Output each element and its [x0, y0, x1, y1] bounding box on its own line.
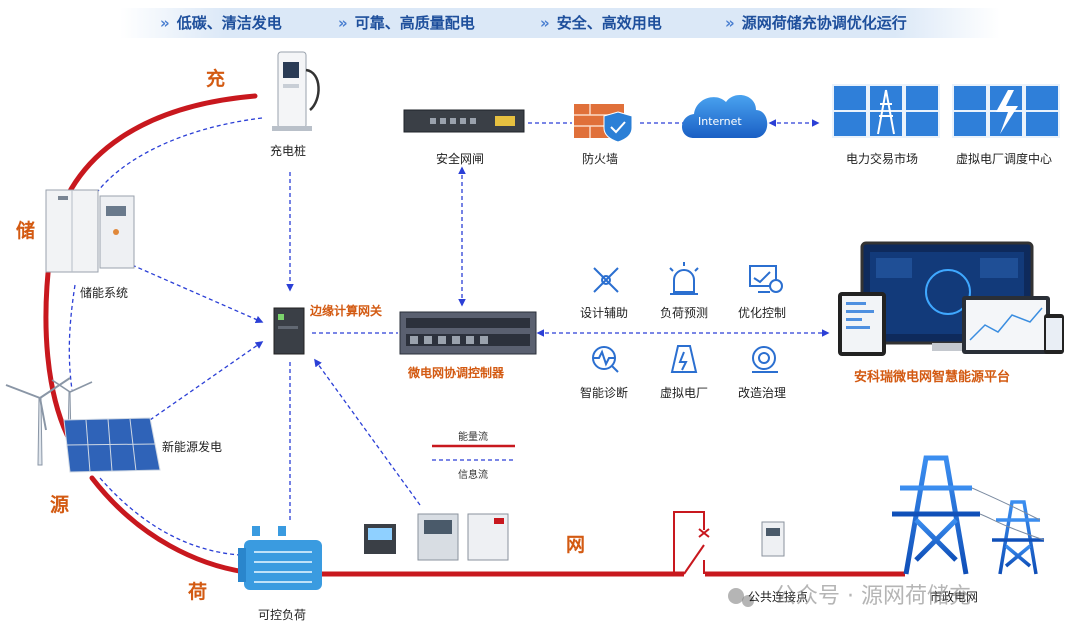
security-gate-icon [403, 109, 525, 133]
edge-gateway-label: 边缘计算网关 [310, 304, 383, 318]
function-label-optimize: 优化控制 [738, 306, 787, 320]
platform-label: 安科瑞微电网智慧能源平台 [854, 370, 1011, 385]
role-load: 荷 [188, 581, 208, 603]
firewall-label: 防火墙 [582, 152, 619, 166]
legend-info-label: 信息流 [458, 470, 488, 481]
pcc-meter-icon [761, 521, 785, 557]
microgrid-controller-label: 微电网协调控制器 [408, 366, 505, 380]
diagnosis-icon [592, 346, 619, 373]
power-cables [971, 487, 1045, 541]
function-label-diagnosis: 智能诊断 [580, 386, 629, 400]
transmission-tower-small-icon [992, 500, 1044, 575]
power-meters-icon [364, 513, 509, 561]
internet-cloud-icon [682, 95, 768, 138]
role-grid: 网 [566, 534, 586, 556]
switch-symbol [673, 511, 710, 575]
storage-cabinet-icon [45, 189, 135, 273]
function-label-forecast: 负荷预测 [660, 306, 709, 320]
role-charge: 充 [206, 68, 226, 90]
solar-panel-icon [63, 417, 161, 473]
transmission-tower-icon [892, 455, 980, 575]
internet-label: Internet [698, 115, 742, 128]
microgrid-controller-icon [399, 311, 537, 355]
power-market-icon [832, 84, 940, 138]
alarm-light-icon [669, 262, 699, 295]
platform-screens-icon [838, 241, 1064, 356]
firewall-icon [574, 104, 633, 143]
energy-arc-left [43, 93, 258, 575]
storage-system-label: 储能系统 [80, 286, 129, 300]
banner-item-reliable: »可靠、高质量配电 [338, 14, 475, 32]
charging-pile-icon [272, 51, 320, 131]
function-label-retrofit: 改造治理 [738, 386, 787, 400]
legend-energy-label: 能量流 [458, 432, 488, 443]
vpp-center-icon [952, 84, 1060, 138]
charging-pile-label: 充电桩 [270, 144, 307, 158]
vpp-center-label: 虚拟电厂调度中心 [956, 152, 1053, 166]
utility-grid-label: 市政电网 [930, 590, 979, 604]
watermark-text: 公众号 · 源网荷储充 [774, 584, 971, 609]
design-tools-icon [593, 267, 619, 293]
renewable-label: 新能源发电 [162, 440, 223, 454]
function-label-vpp: 虚拟电厂 [660, 386, 709, 400]
power-market-label: 电力交易市场 [846, 152, 919, 166]
motor-load-icon [238, 526, 322, 590]
monitor-settings-icon [749, 265, 783, 293]
info-lines [131, 119, 830, 520]
edge-gateway-icon [273, 307, 305, 355]
banner-item-low-carbon: »低碳、清洁发电 [160, 14, 282, 32]
controllable-load-label: 可控负荷 [258, 608, 307, 622]
role-storage: 储 [16, 220, 36, 242]
banner-item-coordination: »源网荷储充协调优化运行 [725, 14, 907, 32]
watermark-logo-icon [728, 588, 754, 607]
gear-wrench-icon [752, 346, 778, 373]
virtual-plant-icon [670, 345, 698, 373]
role-source: 源 [50, 494, 70, 516]
info-arc-left [68, 117, 263, 556]
function-label-design: 设计辅助 [580, 306, 629, 320]
pcc-label: 公共连接点 [748, 590, 809, 604]
banner-item-safe: »安全、高效用电 [540, 14, 662, 32]
security-gate-label: 安全网闸 [436, 152, 485, 166]
top-banner [120, 8, 1000, 38]
